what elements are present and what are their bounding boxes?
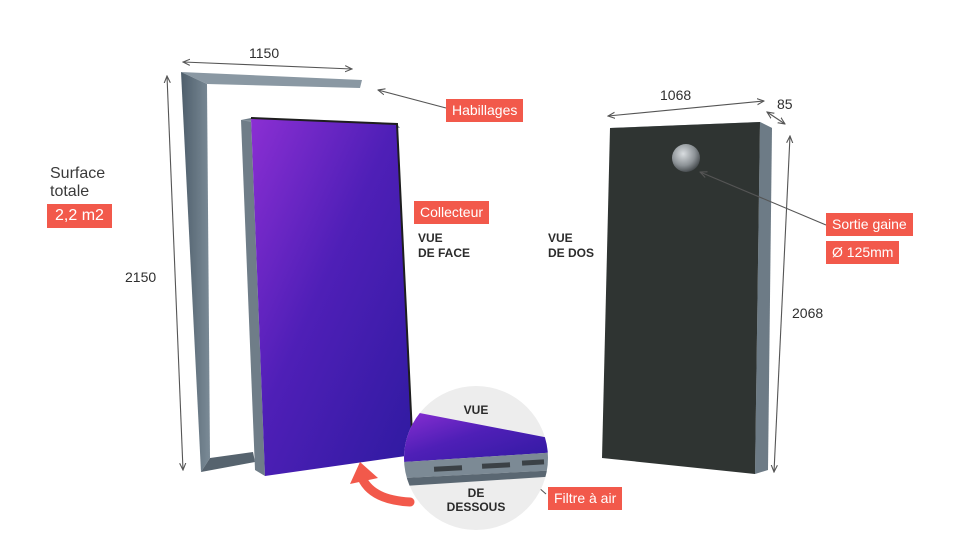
bottom-view-zoom — [404, 386, 548, 530]
collecteur-tag: Collecteur — [414, 201, 490, 225]
collector-panel — [241, 117, 414, 476]
back-width-label: 1068 — [660, 87, 692, 103]
back-depth-label: 85 — [777, 96, 793, 112]
back-height-label: 2068 — [792, 305, 824, 321]
vent-slot — [521, 459, 545, 466]
habillages-tag: Habillages — [446, 99, 524, 123]
back-view-label: VUE DE DOS — [548, 231, 595, 260]
surface-title: Surface totale — [50, 165, 106, 201]
front-view-label: VUE DE FACE — [418, 231, 471, 260]
back-panel — [602, 122, 772, 474]
filtre-tag: Filtre à air — [548, 487, 623, 511]
vent-slot — [433, 465, 463, 472]
diametre-tag: Ø 125mm — [826, 241, 900, 265]
sortie-gaine-leader — [700, 172, 827, 226]
frame-height-label: 2150 — [125, 269, 157, 285]
bottom-view-title: VUE — [463, 403, 489, 417]
surface-value: 2,2 m2 — [47, 204, 112, 229]
habillages-leader — [378, 90, 447, 109]
back-height-line — [774, 136, 790, 472]
frame-width-line — [183, 62, 352, 69]
habillage-frame — [181, 72, 362, 472]
back-width-line — [608, 101, 764, 116]
bottom-view-label: DE DESSOUS — [446, 486, 506, 515]
back-depth-line — [767, 112, 785, 124]
duct-outlet-icon — [672, 144, 700, 172]
dimension-lines — [167, 62, 790, 472]
frame-width-label: 1150 — [249, 45, 280, 61]
rotate-arrow-icon — [350, 462, 415, 507]
vent-slot — [481, 462, 511, 469]
frame-height-line — [167, 76, 183, 470]
sortie-gaine-tag: Sortie gaine — [826, 213, 913, 237]
